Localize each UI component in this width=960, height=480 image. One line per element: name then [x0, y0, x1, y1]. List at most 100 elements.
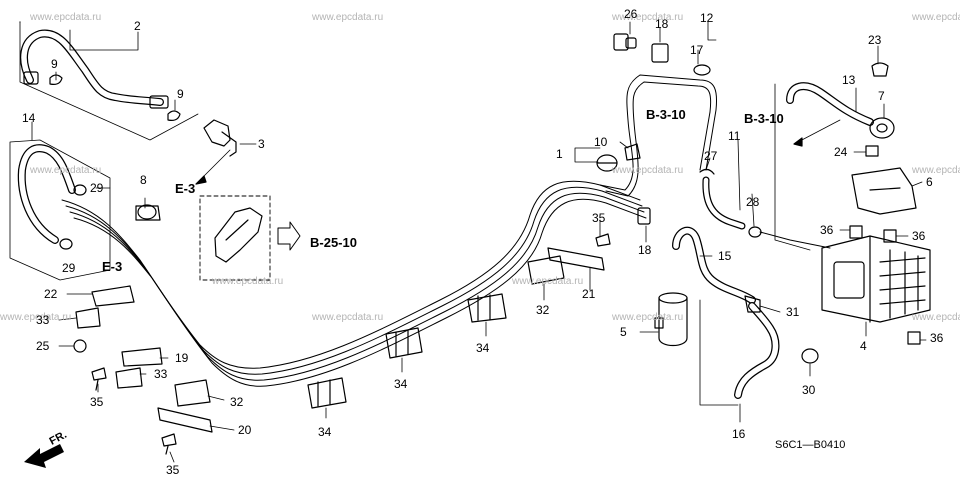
part-28-clamp: [748, 226, 762, 238]
part-label: 35: [592, 211, 606, 225]
part-11-hose: [702, 176, 746, 230]
part-18-clip: [637, 207, 651, 225]
part-label: 22: [44, 287, 58, 301]
part-label: 14: [22, 111, 36, 125]
part-label: 4: [860, 339, 867, 353]
part-34-clamp: [467, 293, 507, 323]
part-36-bolt: [907, 331, 921, 345]
part-label: 34: [394, 377, 408, 391]
part-29-clip: [73, 184, 87, 196]
reference-label: E-3: [102, 259, 123, 274]
part-14-hose: [17, 144, 76, 244]
part-35-bolt: [91, 367, 107, 391]
part-label: 19: [175, 351, 189, 365]
part-label: 33: [36, 313, 50, 327]
part-label: 18: [655, 17, 669, 31]
watermark: www.epcdata.ru: [0, 312, 72, 323]
part-label: 33: [154, 367, 168, 381]
part-26-clip: [613, 33, 637, 51]
part-27-clamp: [699, 168, 715, 175]
watermark: www.epcdata.ru: [30, 12, 102, 23]
part-label: 27: [704, 149, 718, 163]
part-label: 29: [90, 181, 104, 195]
watermark: www.epcdata.ru: [912, 12, 960, 23]
part-label: 25: [36, 339, 50, 353]
part-5-filter: [654, 292, 688, 347]
part-2-hose: [20, 29, 169, 109]
part-24-bolt: [865, 145, 879, 157]
watermark: www.epcdata.ru: [312, 312, 384, 323]
part-label: 29: [62, 261, 76, 275]
part-30-clip: [801, 348, 819, 364]
part-32-clamp: [174, 379, 211, 407]
part-label: 12: [700, 11, 714, 25]
watermark: www.epcdata.ru: [512, 276, 584, 287]
part-label: 32: [536, 303, 550, 317]
part-19-bracket: [121, 347, 163, 367]
part-20-bracket: [157, 407, 213, 433]
part-label: 6: [926, 175, 933, 189]
watermark: www.epcdata.ru: [912, 312, 960, 323]
leader-lines: [31, 21, 927, 463]
part-21-bracket: [547, 247, 605, 271]
part-label: 34: [318, 425, 332, 439]
part-3-bracket: [203, 119, 237, 157]
watermark: www.epcdata.ru: [212, 276, 284, 287]
part-label: 15: [718, 249, 732, 263]
part-36-bolt: [849, 225, 863, 239]
watermark: www.epcdata.ru: [312, 12, 384, 23]
part-29-clip: [59, 238, 73, 250]
detail-box: [199, 195, 271, 281]
part-label: 16: [732, 427, 746, 441]
part-label: 35: [166, 463, 180, 477]
watermark: www.epcdata.ru: [612, 165, 684, 176]
part-10-clip: [624, 143, 641, 161]
part-1-filter: [596, 154, 618, 172]
part-6-bracket: [851, 167, 917, 215]
part-label: 21: [582, 287, 596, 301]
part-label: 24: [834, 145, 848, 159]
part-label: 17: [690, 43, 704, 57]
part-17-grommet: [693, 64, 711, 76]
part-label: 31: [786, 305, 800, 319]
part-label: 26: [624, 7, 638, 21]
part-label: 36: [930, 331, 944, 345]
part-16-hose: [734, 302, 780, 399]
reference-label: E-3: [175, 181, 196, 196]
part-label: 18: [638, 243, 652, 257]
part-label: 5: [620, 325, 627, 339]
part-label: 9: [177, 87, 184, 101]
part-label: 36: [820, 223, 834, 237]
reference-label: B-3-10: [744, 111, 784, 126]
part-13-hose: [786, 82, 874, 126]
part-8-grommet: [135, 204, 161, 221]
part-label: 11: [728, 129, 741, 143]
part-34-clamp: [385, 327, 423, 359]
part-label: 3: [258, 137, 265, 151]
part-label: 7: [878, 89, 885, 103]
part-35-bolt: [161, 433, 177, 455]
part-label: 32: [230, 395, 244, 409]
part-22-bracket: [91, 285, 135, 307]
part-15-hose: [672, 226, 756, 304]
part-36-bolt: [883, 229, 897, 243]
part-31-joint: [744, 295, 761, 313]
part-9-clip: [49, 74, 181, 121]
part-label: 23: [868, 33, 882, 47]
watermark: www.epcdata.ru: [30, 165, 102, 176]
part-label: 28: [746, 195, 760, 209]
part-label: 9: [51, 57, 58, 71]
watermark: www.epcdata.ru: [612, 12, 684, 23]
part-label: 30: [802, 383, 816, 397]
part-label: 8: [140, 173, 147, 187]
part-25-nut: [73, 339, 87, 353]
part-23-clip: [871, 62, 889, 77]
part-35-bolt: [595, 233, 611, 247]
main-fuel-lines: [61, 180, 647, 387]
part-label: 1: [556, 147, 563, 161]
reference-label: B-3-10: [646, 107, 686, 122]
part-18-clip-top: [651, 43, 669, 63]
part-34-clamp: [307, 377, 347, 409]
part-33-clamp: [115, 367, 143, 389]
